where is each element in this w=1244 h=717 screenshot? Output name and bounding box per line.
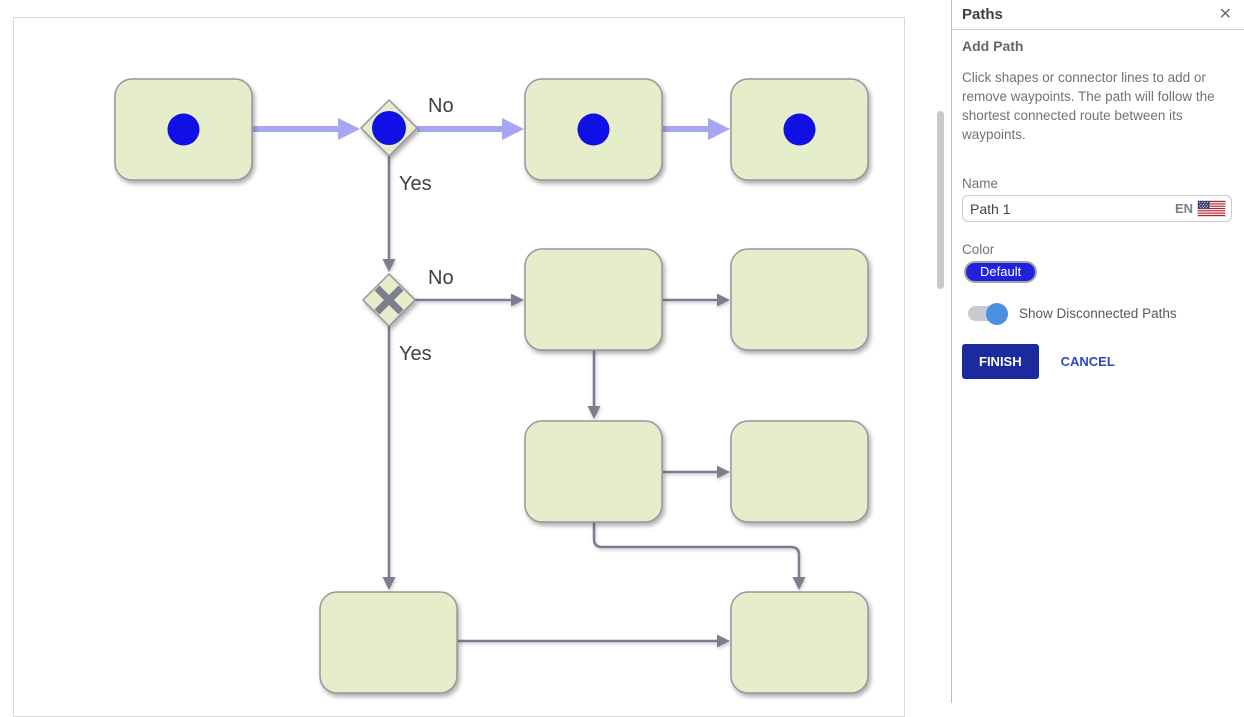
connector-line[interactable] xyxy=(382,156,396,272)
cancel-button[interactable]: CANCEL xyxy=(1060,354,1115,369)
connector-line[interactable] xyxy=(458,634,730,648)
waypoint-dot xyxy=(372,111,406,145)
color-default-pill[interactable]: Default xyxy=(964,261,1038,283)
path-name-input[interactable] xyxy=(963,196,1231,221)
language-code: EN xyxy=(1174,201,1193,216)
color-label: Color xyxy=(962,242,995,257)
edge-label: Yes xyxy=(399,343,432,365)
flow-shape[interactable] xyxy=(730,420,869,523)
connector-line[interactable] xyxy=(663,293,730,307)
connector-line[interactable] xyxy=(663,118,730,140)
connector-line[interactable] xyxy=(587,350,601,419)
toggle-label: Show Disconnected Paths xyxy=(1019,306,1177,321)
us-flag-icon xyxy=(1198,201,1225,216)
connector-line[interactable] xyxy=(415,293,524,307)
name-field-wrapper: EN xyxy=(962,195,1232,222)
name-label: Name xyxy=(962,176,999,191)
x-mark-icon xyxy=(374,285,404,315)
connector-line[interactable] xyxy=(663,465,730,479)
connector-line[interactable] xyxy=(382,326,396,590)
close-icon[interactable]: ✕ xyxy=(1218,5,1232,23)
vertical-scrollbar-thumb[interactable] xyxy=(937,111,944,289)
waypoint-dot xyxy=(577,113,610,146)
flow-shape[interactable] xyxy=(524,420,663,523)
flow-shape[interactable] xyxy=(730,591,869,694)
edge-label: No xyxy=(428,95,454,117)
waypoint-dot xyxy=(167,113,200,146)
show-disconnected-toggle[interactable] xyxy=(968,302,1008,325)
connector-line[interactable] xyxy=(417,118,524,140)
paths-panel: Paths ✕ Add Path Click shapes or connect… xyxy=(951,0,1244,703)
toggle-knob xyxy=(986,302,1008,325)
flow-shape[interactable] xyxy=(319,591,458,694)
flow-shape[interactable] xyxy=(524,248,663,351)
description-text: Click shapes or connector lines to add o… xyxy=(962,70,1215,142)
panel-header: Paths ✕ xyxy=(952,0,1244,30)
section-title: Add Path xyxy=(962,38,1024,54)
waypoint-dot xyxy=(783,113,816,146)
finish-button[interactable]: FINISH xyxy=(962,344,1039,379)
panel-title: Paths xyxy=(962,6,1003,23)
connector-line[interactable] xyxy=(592,522,806,590)
connector-line[interactable] xyxy=(253,118,360,140)
edge-label: Yes xyxy=(399,173,432,195)
flow-shape[interactable] xyxy=(730,248,869,351)
language-selector[interactable]: EN xyxy=(1175,196,1225,221)
edge-label: No xyxy=(428,267,454,289)
